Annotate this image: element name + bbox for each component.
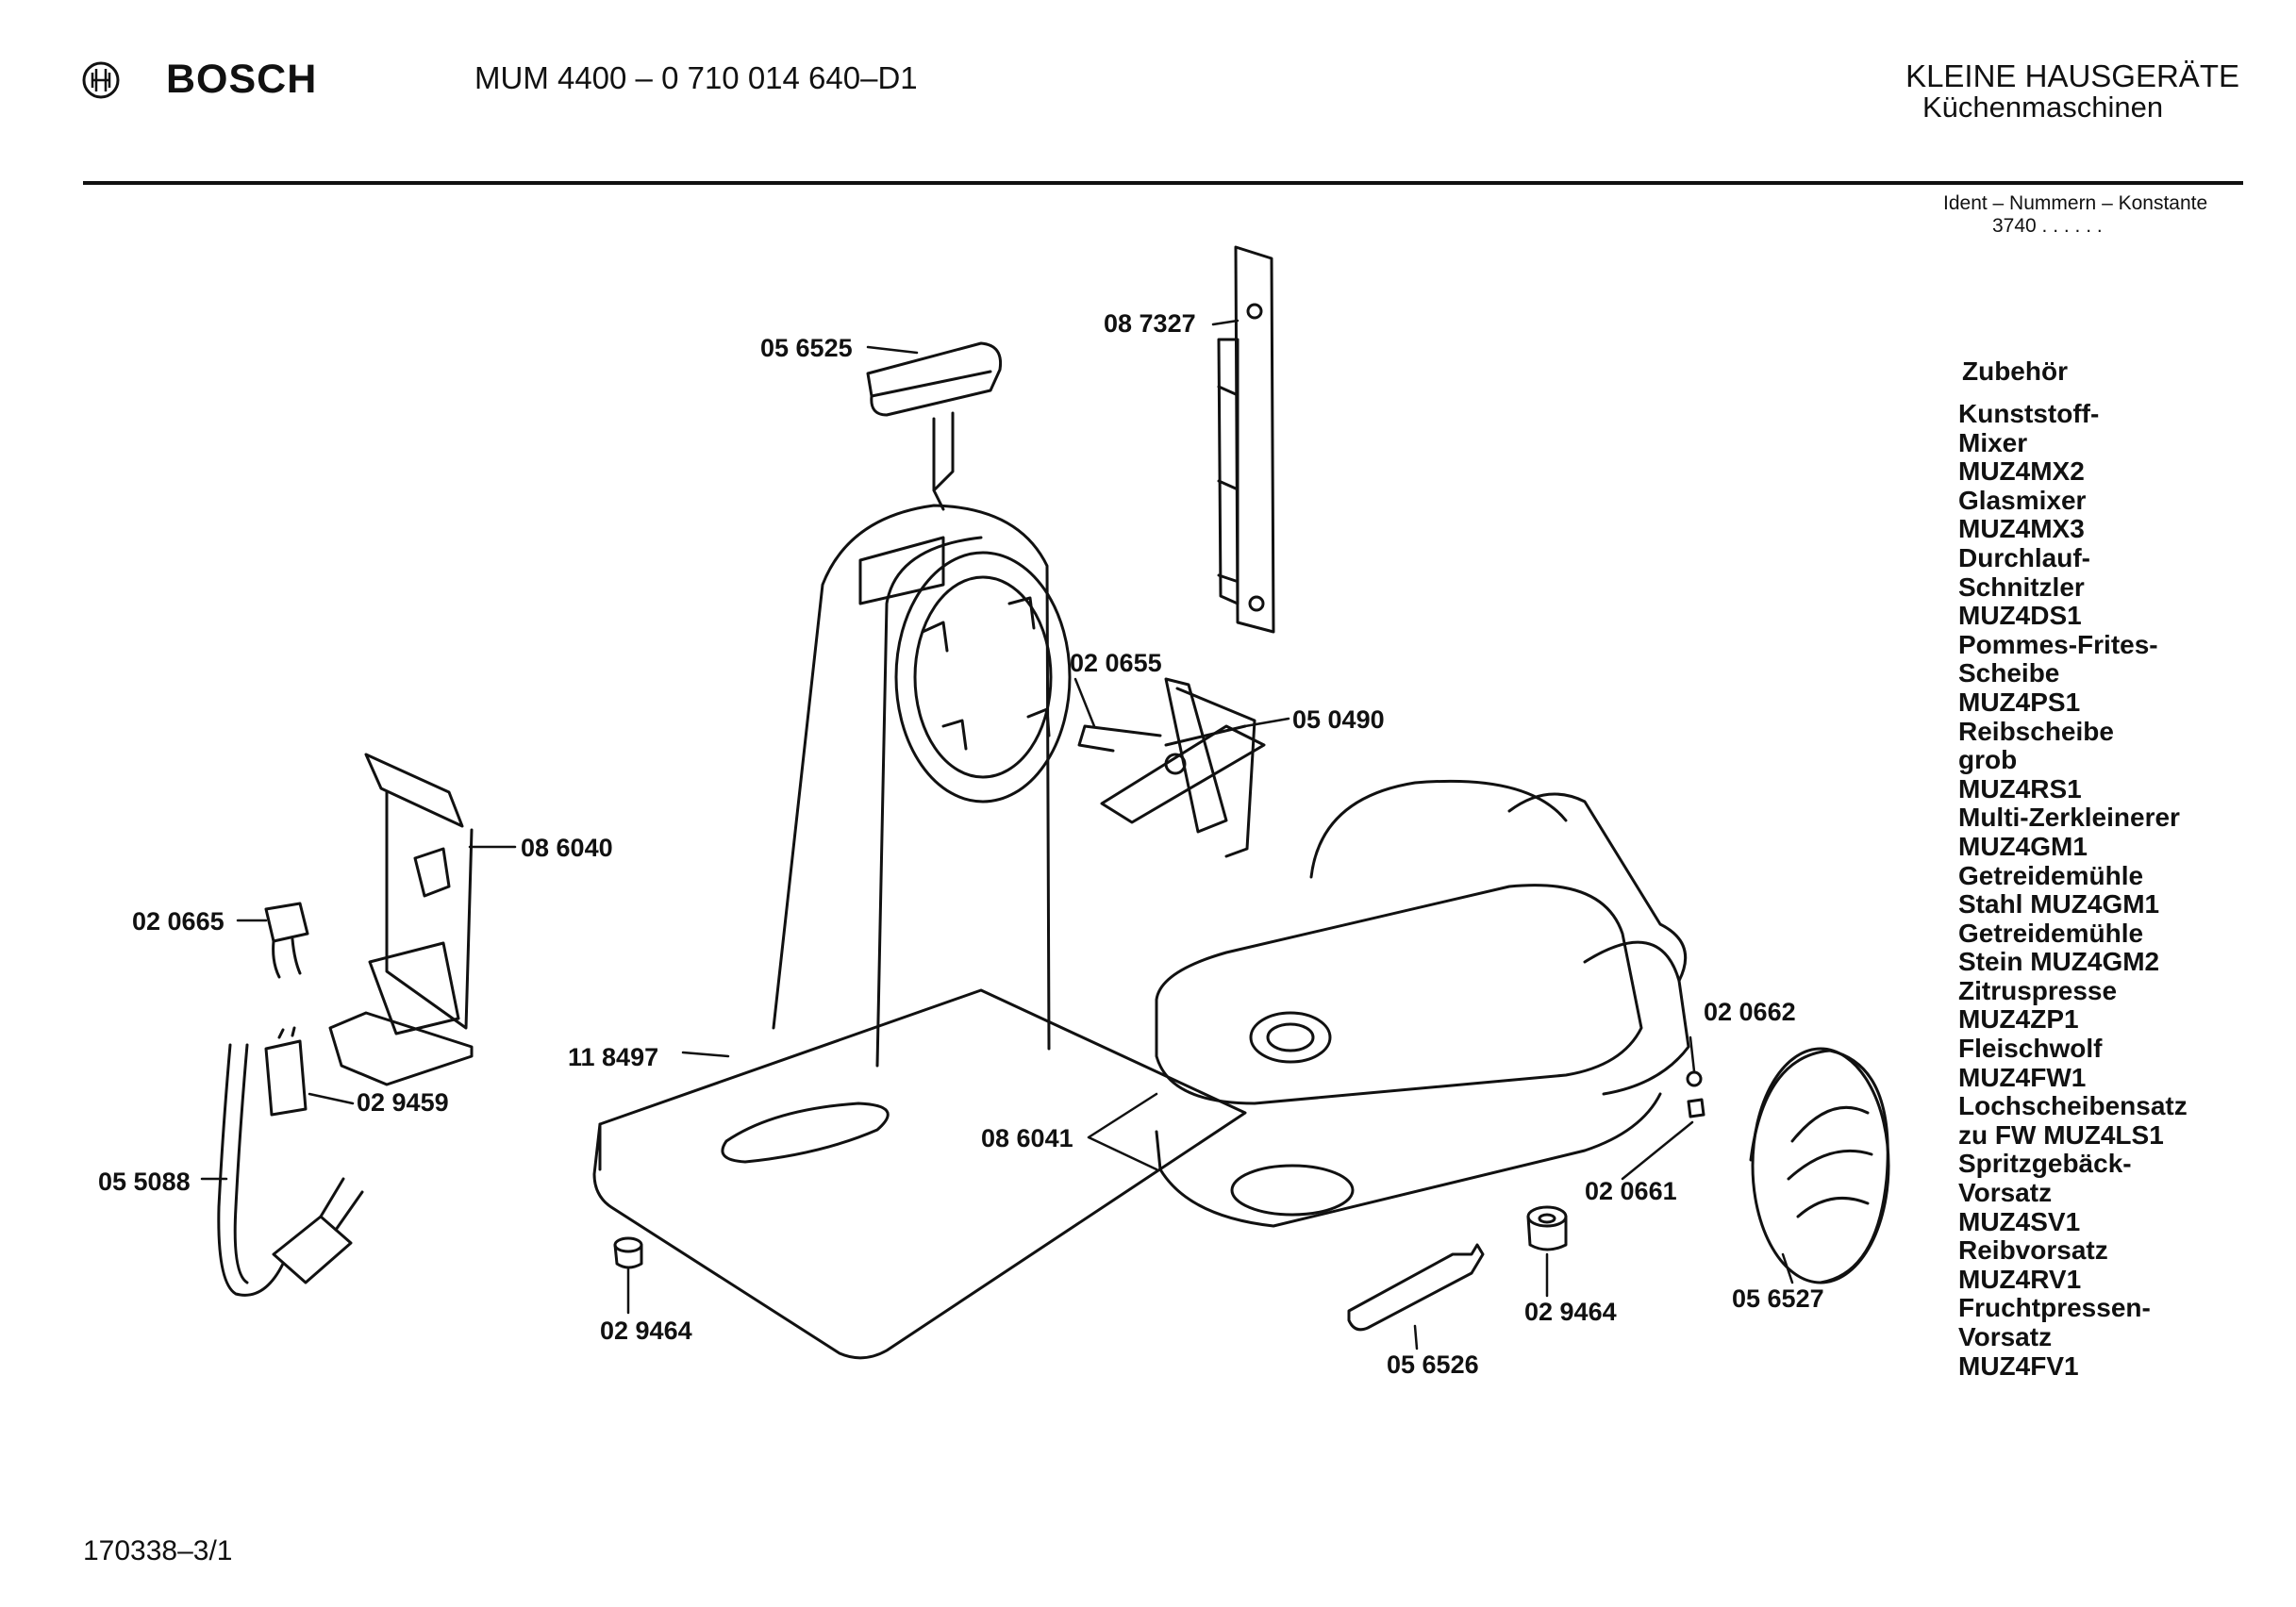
accessory-item: Fleischwolf [1958, 1034, 2103, 1064]
part-label: 02 0662 [1704, 998, 1796, 1026]
accessory-item: Vorsatz [1958, 1178, 2053, 1208]
category-title: KLEINE HAUSGERÄTE [1905, 58, 2239, 93]
accessory-item: MUZ4FV1 [1958, 1350, 2079, 1381]
capacitor-drawing [264, 902, 309, 979]
ident-value: 3740 . . . . . . [1992, 215, 2103, 237]
accessory-item: Glasmixer [1958, 485, 2087, 515]
accessory-item: Getreidemühle [1958, 860, 2144, 890]
accessory-item: MUZ4MX3 [1958, 514, 2085, 544]
part-label: 11 8497 [568, 1043, 658, 1071]
ident-label: Ident – Nummern – Konstante [1943, 192, 2208, 214]
accessory-item: MUZ4ZP1 [1958, 1004, 2079, 1035]
accessory-item: Multi-Zerkleinerer [1958, 803, 2180, 833]
accessory-item: MUZ4DS1 [1958, 601, 2082, 631]
accessory-item: Vorsatz [1958, 1322, 2053, 1351]
end-cap-drawing [1749, 1047, 1890, 1284]
accessory-item: Lochscheibensatz [1958, 1091, 2188, 1121]
accessory-item: MUZ4RV1 [1958, 1264, 2082, 1294]
part-label: 05 6527 [1732, 1284, 1824, 1313]
leader-lines [200, 319, 1794, 1350]
accessory-item: Mixer [1958, 427, 2028, 457]
accessory-item: MUZ4SV1 [1958, 1206, 2081, 1236]
accessory-item: Pommes-Frites- [1958, 629, 2158, 659]
part-label: 02 0661 [1585, 1177, 1677, 1205]
part-label: 05 0490 [1292, 705, 1385, 734]
lever-drawing [1347, 1243, 1485, 1332]
accessory-item: Schnitzler [1958, 572, 2085, 602]
accessories-title: Zubehör [1962, 356, 2068, 386]
part-label: 02 9459 [357, 1088, 449, 1117]
bosch-logo-icon [82, 61, 120, 99]
part-label: 02 0655 [1070, 649, 1162, 677]
accessory-item: Zitruspresse [1958, 975, 2118, 1005]
part-label: 02 0665 [132, 907, 225, 936]
model-number: MUM 4400 – 0 710 014 640–D1 [474, 60, 918, 95]
accessory-item: Kunststoff- [1958, 399, 2100, 428]
rubber-foot-left-drawing [613, 1236, 643, 1269]
switch-bracket-drawing [328, 753, 474, 1086]
accessory-item: MUZ4FW1 [1958, 1062, 2087, 1092]
accessory-item: grob [1958, 745, 2018, 775]
accessory-item: Fruchtpressen- [1958, 1293, 2151, 1323]
accessory-item: zu FW MUZ4LS1 [1958, 1119, 2164, 1150]
top-knob-drawing [866, 341, 1003, 511]
part-label: 05 5088 [98, 1168, 191, 1196]
accessory-item: MUZ4RS1 [1958, 773, 2082, 804]
accessory-item: Stahl MUZ4GM1 [1958, 889, 2160, 919]
accessory-item: Spritzgebäck- [1958, 1149, 2132, 1179]
accessory-item: Durchlauf- [1958, 542, 2090, 572]
accessory-item: Scheibe [1958, 658, 2060, 688]
accessories-list: Kunststoff- Mixer MUZ4MX2 Glasmixer MUZ4… [1958, 399, 2188, 1381]
pin-parts-drawing [1686, 1070, 1705, 1118]
accessory-item: Reibvorsatz [1958, 1235, 2108, 1266]
column-housing-drawing [772, 504, 1072, 1068]
rubber-foot-right-drawing [1526, 1205, 1568, 1251]
rail-drawing [1217, 245, 1275, 634]
accessory-item: Getreidemühle [1958, 918, 2144, 948]
accessory-item: MUZ4GM1 [1958, 831, 2088, 861]
part-label: 08 6040 [521, 834, 613, 862]
brand-name: BOSCH [166, 57, 318, 102]
part-label: 05 6525 [760, 334, 853, 362]
accessory-item: Reibscheibe [1958, 716, 2114, 746]
accessory-item: MUZ4MX2 [1958, 456, 2085, 487]
part-label: 05 6526 [1387, 1350, 1479, 1379]
accessory-item: MUZ4PS1 [1958, 687, 2081, 717]
motor-housing-drawing [1155, 779, 1690, 1105]
part-label: 02 9464 [1524, 1298, 1617, 1326]
bottom-cover-drawing [1155, 1092, 1662, 1228]
base-plate-drawing [592, 988, 1247, 1360]
power-cord-drawing [217, 1043, 364, 1297]
cross-coupler-drawing [1077, 677, 1266, 858]
header-divider [83, 181, 2243, 185]
accessory-item: Stein MUZ4GM2 [1958, 947, 2160, 977]
category-subtitle: Küchenmaschinen [1922, 91, 2164, 124]
part-label: 08 6041 [981, 1124, 1073, 1152]
drawing-code: 170338–3/1 [83, 1535, 233, 1566]
filter-drawing [264, 1026, 308, 1117]
part-label: 08 7327 [1104, 309, 1196, 338]
part-label: 02 9464 [600, 1317, 692, 1345]
